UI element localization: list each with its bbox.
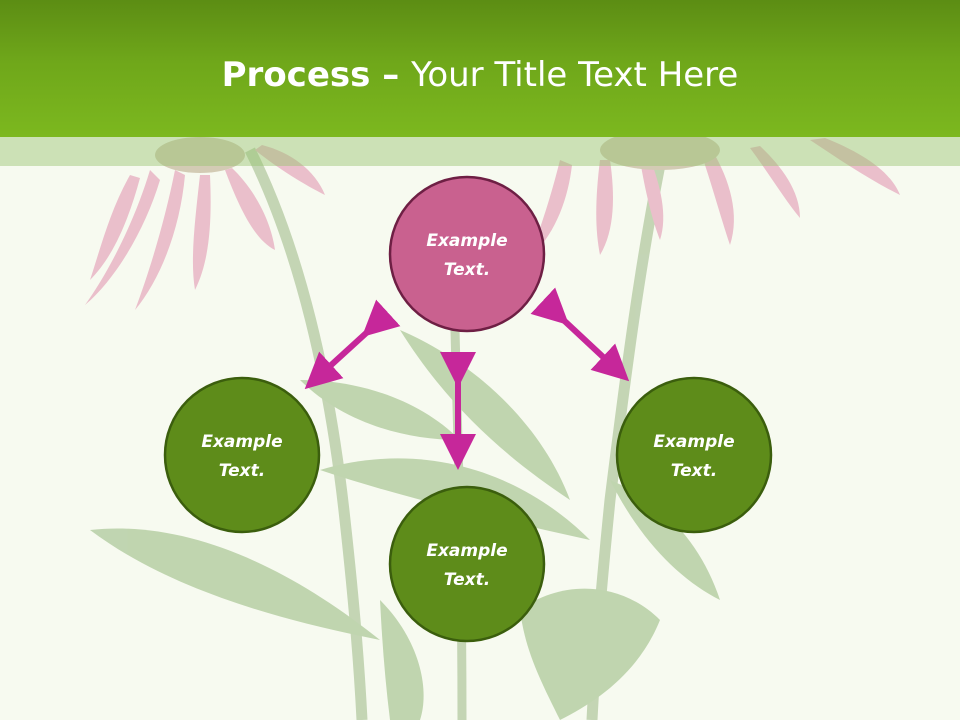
title-bar-strip (0, 137, 960, 166)
node-right-line1: Example (653, 432, 734, 452)
slide-title: Process – Your Title Text Here (0, 50, 960, 100)
node-left: Example Text. (163, 376, 321, 534)
node-bottom-line2: Text. (444, 570, 490, 590)
title-dash: – (370, 55, 412, 95)
node-bottom-line1: Example (426, 541, 507, 561)
node-right: Example Text. (615, 376, 773, 534)
arrow-top-right (530, 287, 630, 382)
node-left-line2: Text. (219, 461, 265, 481)
node-left-line1: Example (201, 432, 282, 452)
title-bar (0, 0, 960, 137)
arrow-top-left (304, 299, 401, 390)
title-bold: Process (221, 55, 371, 95)
node-bottom: Example Text. (388, 485, 546, 643)
node-right-line2: Text. (671, 461, 717, 481)
title-rest: Your Title Text Here (411, 55, 739, 95)
node-top: Example Text. (388, 175, 546, 333)
node-top-line2: Text. (444, 260, 490, 280)
node-top-line1: Example (426, 231, 507, 251)
